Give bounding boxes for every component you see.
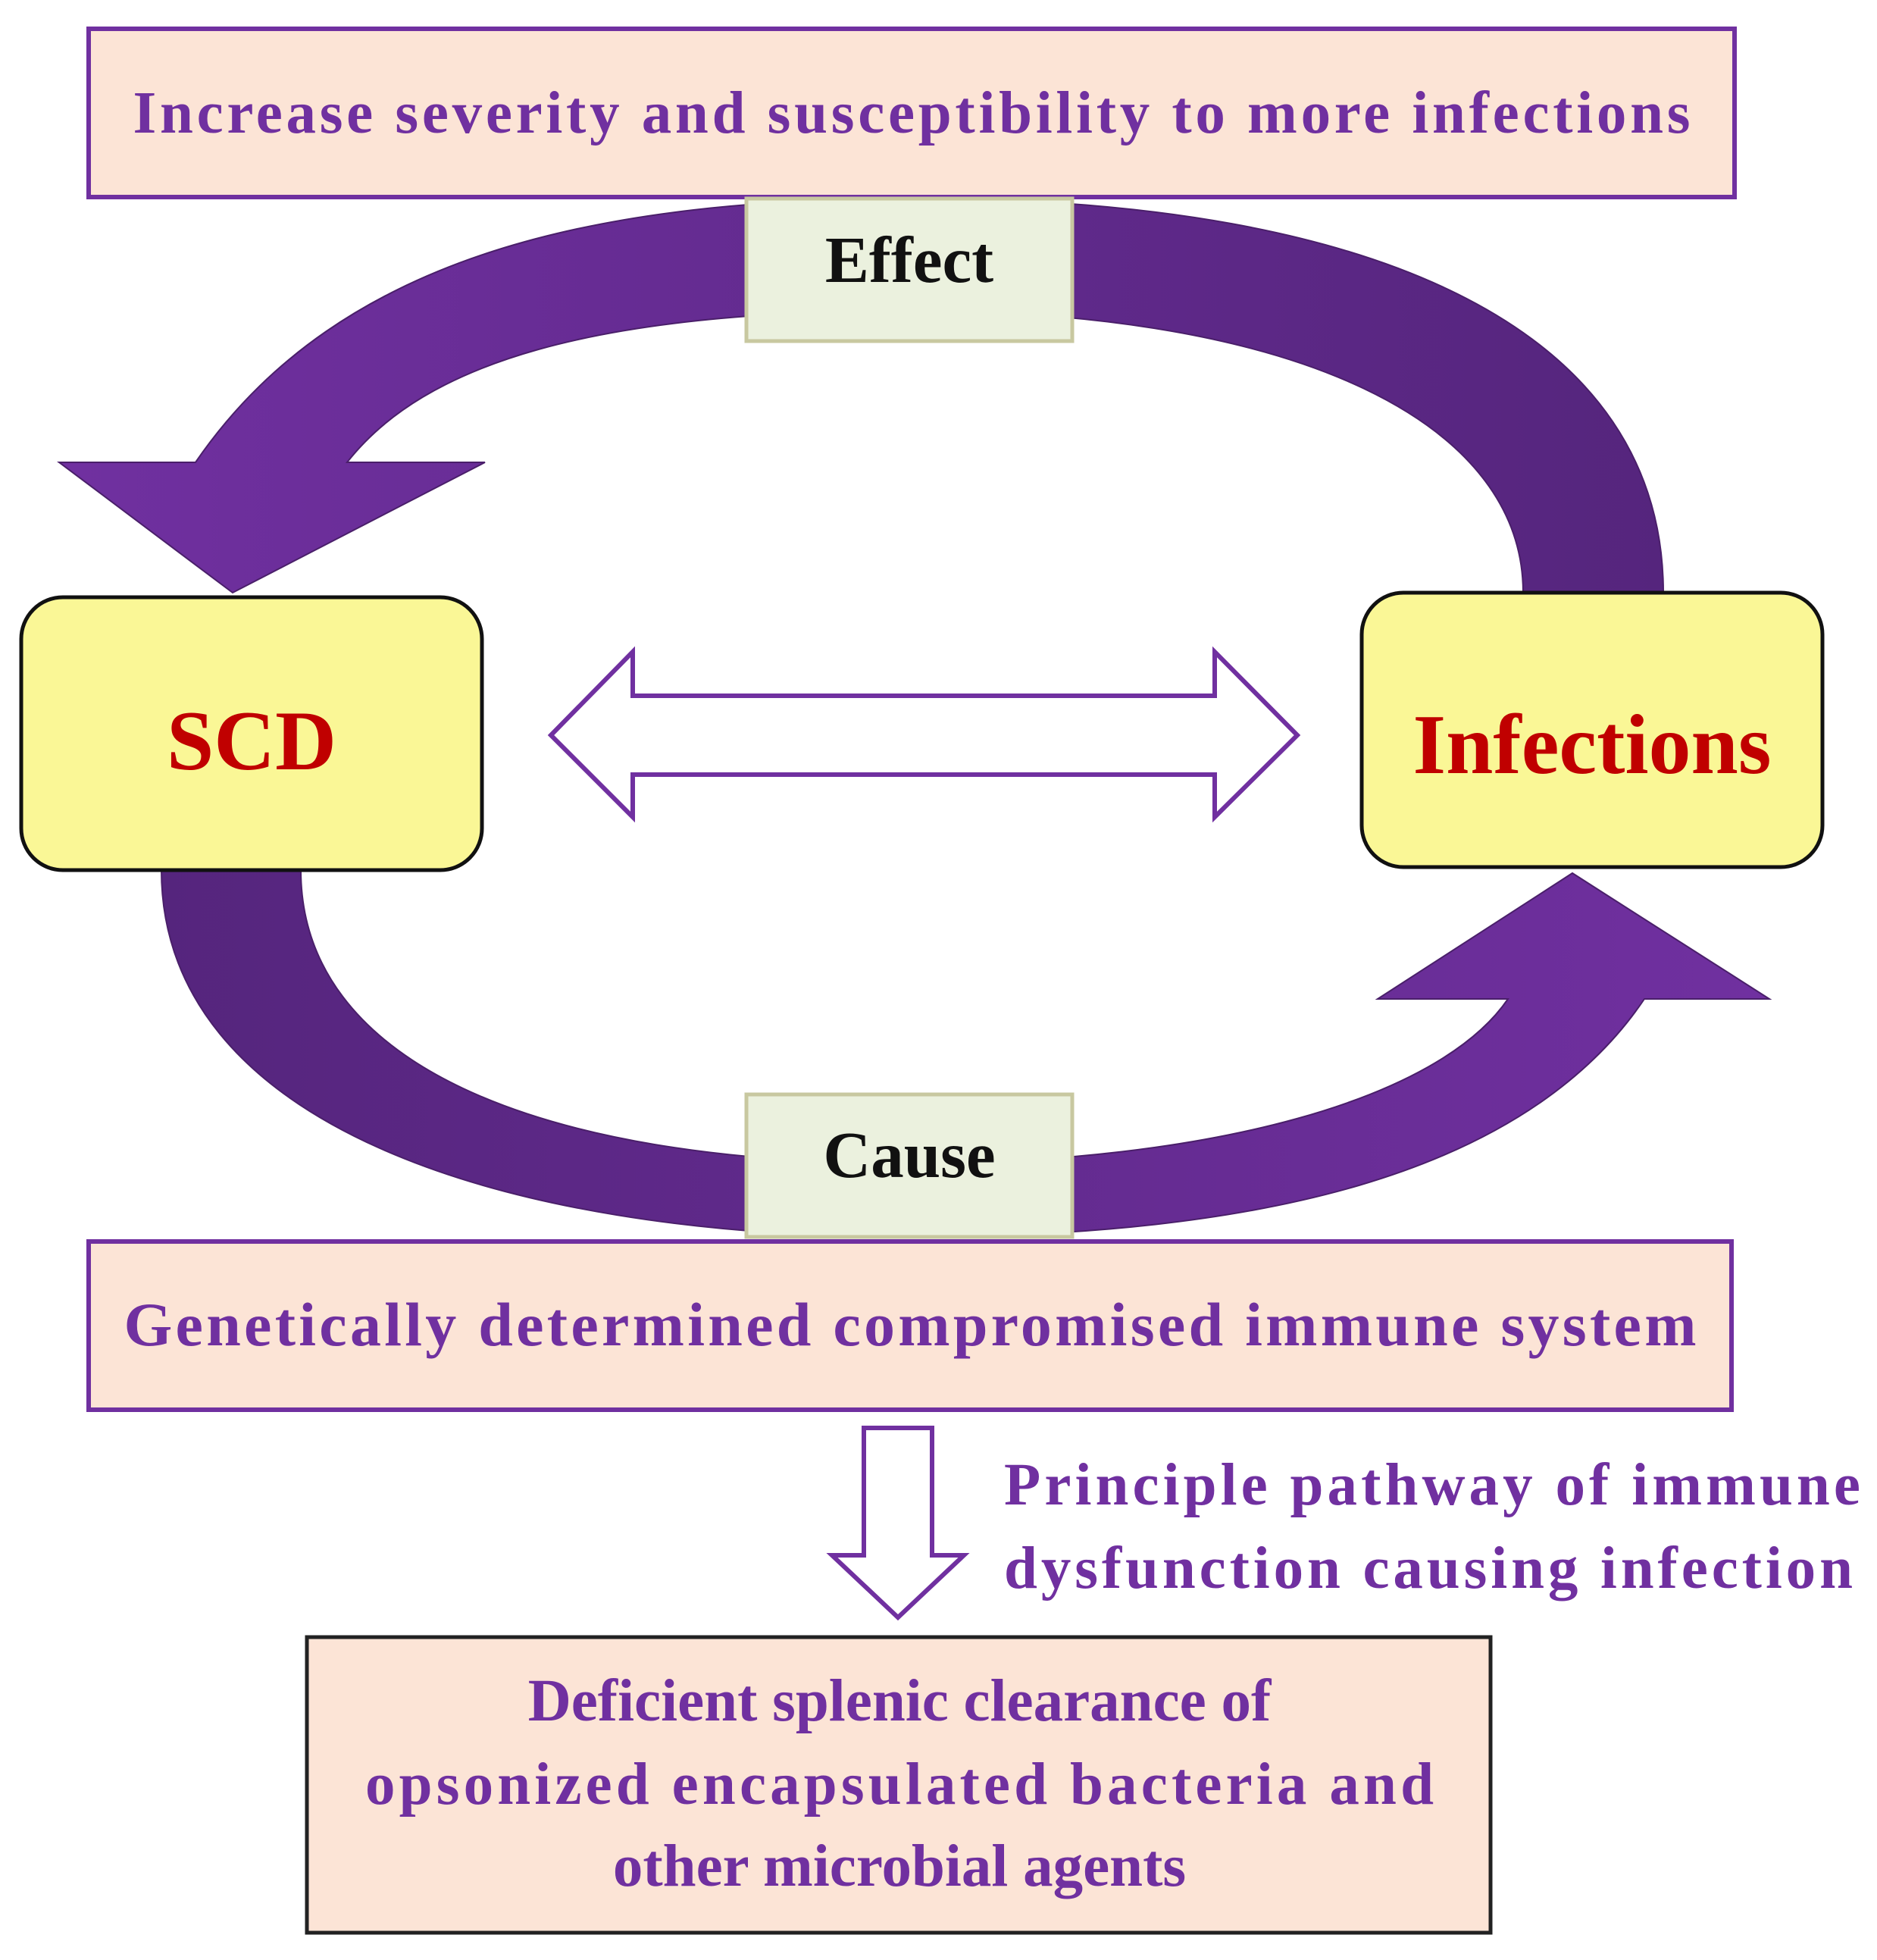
immune-system-box — [86, 1239, 1734, 1412]
effect-curved-arrow — [57, 197, 1665, 594]
pathway-label-line2: dysfunction causing infection — [1004, 1536, 1853, 1602]
cause-label-text: Cause — [823, 1118, 995, 1191]
cause-curved-arrow — [160, 869, 1772, 1238]
infections-node — [1359, 590, 1825, 869]
splenic-clearance-box — [305, 1635, 1493, 1935]
scd-node-text: SCD — [167, 694, 336, 788]
pathway-label-line1: Principle pathway of immune — [1004, 1452, 1860, 1518]
splenic-clearance-line3: other microbial agents — [613, 1833, 1186, 1899]
pathway-down-arrow — [826, 1426, 970, 1621]
effect-label-text: Effect — [825, 223, 993, 296]
top-consequence-box — [86, 27, 1737, 199]
scd-node — [19, 595, 484, 872]
immune-system-text: Genetically determined compromised immun… — [124, 1290, 1697, 1359]
effect-label-box — [744, 196, 1075, 343]
infections-node-text: Infections — [1413, 698, 1772, 792]
splenic-clearance-line1: Deficient splenic clearance of — [528, 1668, 1272, 1734]
bidirectional-arrow — [547, 646, 1301, 823]
top-consequence-text: Increase severity and susceptibility to … — [133, 80, 1691, 146]
cause-label-box — [744, 1092, 1075, 1239]
splenic-clearance-line2: opsonized encapsulated bacteria and — [365, 1752, 1434, 1818]
